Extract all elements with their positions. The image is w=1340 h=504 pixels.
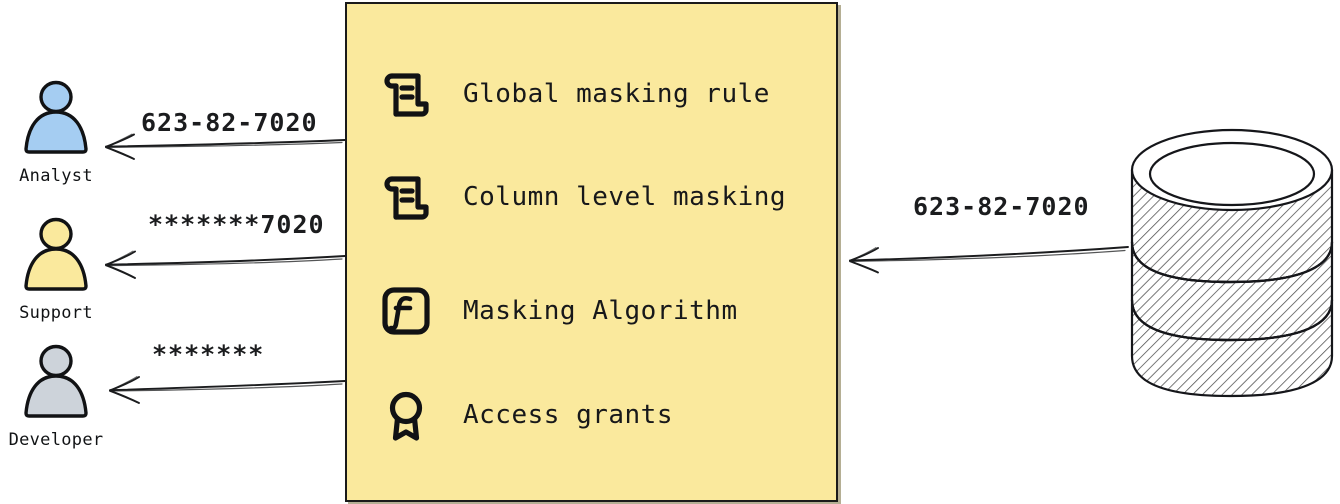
- flow-label-source: 623-82-7020: [913, 192, 1090, 221]
- actor-name: Developer: [8, 430, 104, 450]
- user-icon: [16, 79, 96, 165]
- flow-label-developer: *******: [152, 340, 265, 369]
- arrow-to-support: [105, 250, 346, 279]
- policy-row[interactable]: Access grants: [375, 383, 673, 447]
- policy-row-label: Masking Algorithm: [463, 296, 738, 326]
- policy-row[interactable]: Masking Algorithm: [375, 279, 738, 343]
- arrow-to-developer: [109, 376, 346, 404]
- function-icon: [375, 280, 437, 342]
- actor-developer[interactable]: Developer: [2, 343, 110, 450]
- arrow-to-analyst: [105, 133, 346, 160]
- user-icon: [16, 343, 96, 429]
- policy-row-label: Access grants: [463, 400, 673, 430]
- policy-row[interactable]: Global masking rule: [375, 62, 770, 126]
- arrow-to-policy-panel: [849, 246, 1129, 274]
- database-icon: [1126, 124, 1338, 404]
- user-icon: [16, 216, 96, 302]
- scroll-icon: [375, 63, 437, 125]
- actor-support[interactable]: Support: [2, 216, 110, 323]
- policy-panel: Global masking rule Column level masking: [345, 2, 838, 502]
- flow-label-support: *******7020: [148, 210, 325, 239]
- actor-name: Support: [19, 303, 93, 323]
- policy-row[interactable]: Column level masking: [375, 165, 786, 229]
- flow-label-analyst: 623-82-7020: [141, 108, 318, 137]
- actor-name: Analyst: [19, 166, 93, 186]
- scroll-icon: [375, 166, 437, 228]
- policy-row-label: Column level masking: [463, 182, 787, 212]
- actor-analyst[interactable]: Analyst: [2, 79, 110, 186]
- policy-row-label: Global masking rule: [463, 79, 770, 109]
- award-icon: [375, 384, 437, 446]
